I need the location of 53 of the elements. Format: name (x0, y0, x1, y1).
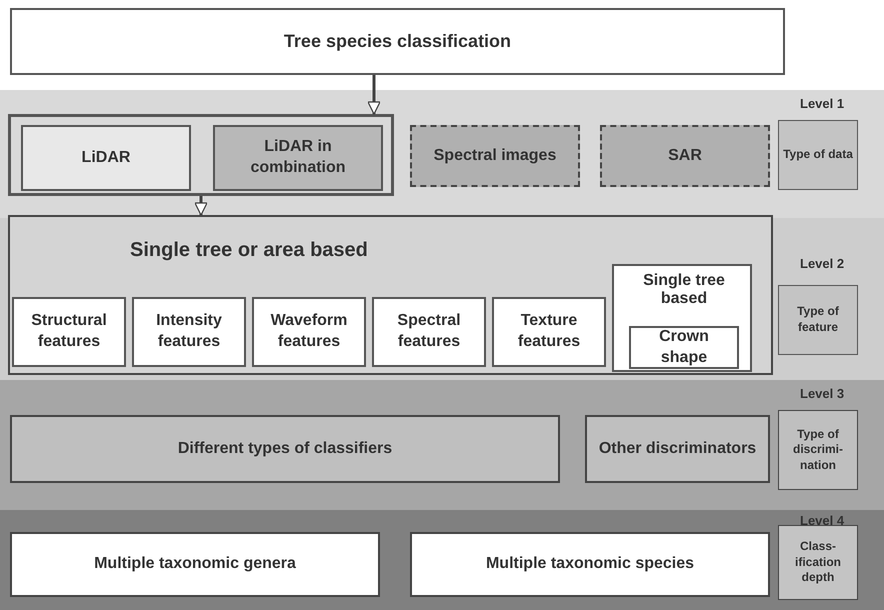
feature-group-box (8, 215, 773, 375)
feature-box (132, 297, 246, 367)
data-box (410, 125, 580, 187)
box-label: Other discriminators (598, 438, 758, 459)
feature-group-box (612, 264, 752, 372)
group-heading: Single tree or area based (130, 239, 368, 262)
box-label: Spectral images (432, 146, 558, 166)
level-band (0, 218, 884, 380)
box-label: Spectral features (396, 311, 462, 352)
feature-box (492, 297, 606, 367)
box-label: Type of data (782, 147, 854, 163)
box-label: Crown shape (658, 326, 710, 368)
box-label: Tree species classification (282, 30, 512, 53)
feature-box (252, 297, 366, 367)
box-label: Texture features (516, 311, 582, 352)
level-note (778, 120, 858, 190)
feature-box (629, 326, 739, 369)
data-group-box (8, 114, 394, 196)
box-label: Multiple taxonomic genera (93, 554, 297, 574)
level-label: Level 2 (800, 256, 844, 271)
box-label: Multiple taxonomic species (484, 554, 696, 574)
level-band (0, 90, 884, 218)
box-label: Type of discrimi- nation (792, 426, 844, 474)
classifier-box (10, 415, 560, 483)
level-label: Level 1 (800, 96, 844, 111)
feature-box (372, 297, 486, 367)
level-note (778, 410, 858, 490)
feature-box (12, 297, 126, 367)
box-label: Class- ification depth (794, 539, 842, 586)
depth-box (410, 532, 770, 597)
level-note (778, 525, 858, 600)
arrow (367, 75, 381, 115)
level-label: Level 4 (800, 513, 844, 528)
arrow (194, 196, 208, 216)
box-label: Waveform features (270, 311, 348, 352)
box-label: SAR (667, 146, 703, 166)
box-label: Different types of classifiers (176, 438, 394, 459)
data-box (21, 125, 191, 191)
depth-box (10, 532, 380, 597)
classifier-box (585, 415, 770, 483)
data-box (213, 125, 383, 191)
box-label: Intensity features (155, 311, 223, 352)
group-heading: Single tree based (642, 272, 726, 308)
box-label: Type of feature (796, 304, 840, 336)
level-label: Level 3 (800, 386, 844, 401)
level-note (778, 285, 858, 355)
box-label: Structural features (30, 311, 108, 352)
level-band (0, 510, 884, 610)
title-box (10, 8, 785, 75)
level-band (0, 380, 884, 510)
box-label: LiDAR (80, 148, 132, 168)
box-label: LiDAR in combination (249, 137, 347, 178)
data-box (600, 125, 770, 187)
